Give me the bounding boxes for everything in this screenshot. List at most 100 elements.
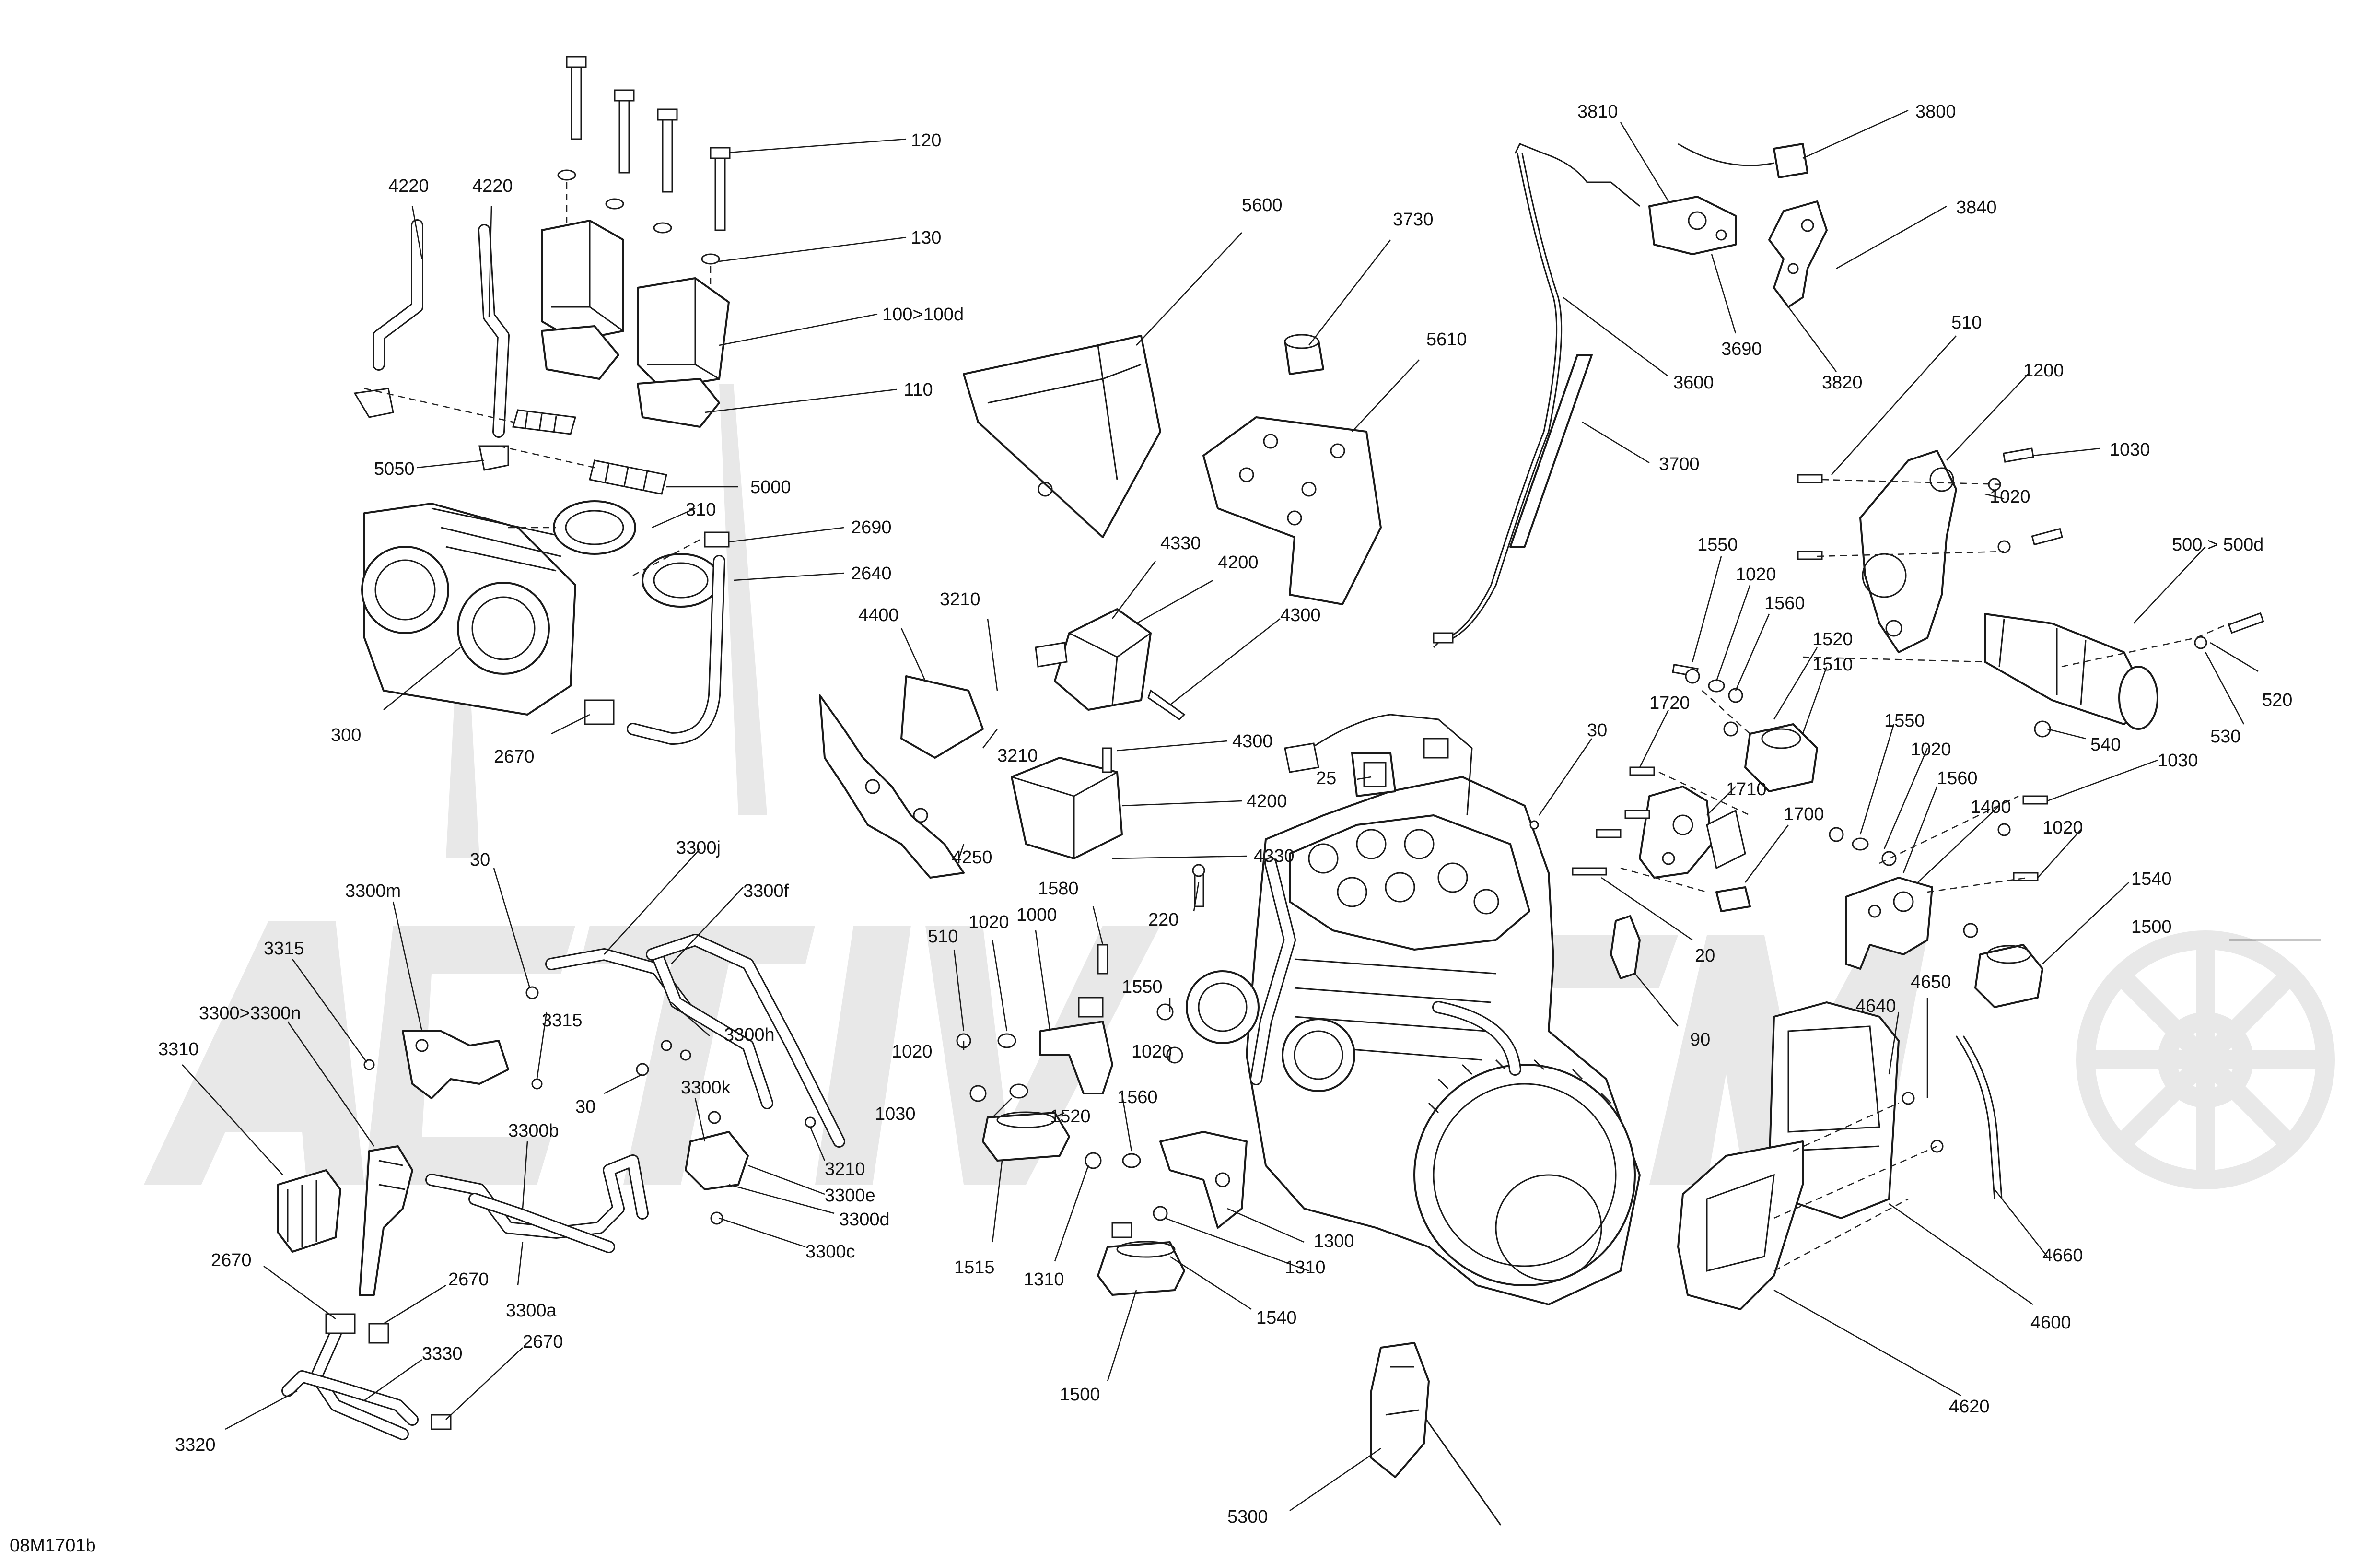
callout-4200-b: 4200 [1247,791,1287,811]
sensor-3800 [1678,143,1808,178]
cover-5600 [963,335,1161,538]
callout-3840: 3840 [1956,198,1997,218]
callout-1310-b: 1310 [1285,1257,1326,1278]
callout-4330-a: 4330 [1160,533,1201,553]
valve-3300d [685,1111,749,1225]
callout-1500-b: 1500 [1060,1385,1100,1405]
callout-1560-a: 1560 [1764,593,1805,613]
callout-3300j: 3300j [676,838,721,858]
ignition-coil-4200-upper [1035,608,1186,720]
callout-3315-b: 3315 [542,1011,583,1031]
solenoid-3310 [277,1169,341,1253]
ignition-coil-bolts [557,56,731,265]
callout-530: 530 [2210,727,2240,747]
callout-3300m: 3300m [345,881,401,901]
callout-4660: 4660 [2042,1246,2083,1266]
callout-510-b: 510 [928,927,958,947]
callout-3300n: 3300>3300n [199,1003,301,1023]
callout-4300-b: 4300 [1232,731,1273,752]
callout-1030-c: 1030 [875,1104,916,1124]
callout-110: 110 [904,380,933,400]
callout-3210-b: 3210 [997,746,1038,766]
callout-3320: 3320 [175,1435,216,1455]
leader-lines [182,109,2321,1512]
callout-3800: 3800 [1915,102,1956,122]
callout-3300e: 3300e [825,1186,875,1206]
callout-1700: 1700 [1784,804,1824,824]
engine-block [1186,714,1641,1305]
callout-4640: 4640 [1855,996,1896,1016]
callout-520: 520 [2262,690,2292,710]
callout-5610: 5610 [1426,329,1467,350]
callout-2670-d: 2670 [523,1332,563,1352]
callout-1000: 1000 [1016,905,1057,925]
callout-1520-b: 1520 [1050,1106,1091,1127]
grommet-3730 [1284,334,1324,375]
callout-100: 100>100d [882,305,964,325]
callout-1560-c: 1560 [1117,1087,1158,1107]
callout-3300f: 3300f [743,881,789,901]
callout-1020-b: 1020 [1736,564,1776,585]
callout-3300c: 3300c [805,1242,855,1262]
drawing-code: 08M1701b [10,1536,96,1556]
callout-3820: 3820 [1822,373,1863,393]
callout-1020-c: 1020 [1911,740,1951,760]
pad-1700 [1715,886,1751,912]
callout-4400: 4400 [858,605,899,625]
oil-dipstick-5300 [1370,1342,1502,1526]
bracket-4400 [819,675,984,879]
hose-4660 [1902,1035,2003,1199]
callout-3210-a: 3210 [940,589,980,610]
callout-120: 120 [911,130,941,151]
callout-3300h: 3300h [724,1025,775,1045]
fasteners-lower-center [956,864,1205,1221]
callout-3690: 3690 [1721,339,1762,359]
callout-3810: 3810 [1577,102,1618,122]
starter-motor-500 [1984,613,2158,730]
callout-3315-a: 3315 [264,939,304,959]
rubber-mount-1515 [982,1111,1070,1162]
valve-3300 [359,1145,413,1296]
callout-1550-b: 1550 [1884,711,1925,731]
callout-1030-b: 1030 [2158,751,2198,771]
spark-plugs [512,409,667,495]
callout-1520-a: 1520 [1812,629,1853,649]
callout-1020-g: 1020 [892,1042,933,1062]
callout-1500-a: 1500 [2131,917,2172,937]
callout-4300-a: 4300 [1280,605,1321,625]
callout-5000: 5000 [750,477,791,497]
bracket-3820 [1768,200,1828,308]
callout-1550-a: 1550 [1697,535,1738,555]
callout-310: 310 [686,500,716,520]
callout-540: 540 [2090,735,2121,755]
bracket-1310 [1159,1131,1248,1229]
callout-25: 25 [1316,768,1336,788]
callout-1030-a: 1030 [2110,440,2150,460]
callout-220: 220 [1148,910,1178,930]
callout-1020-d: 1020 [2042,818,2083,838]
callout-30-c: 30 [575,1097,595,1117]
fuel-hose-2640 [584,531,730,745]
callout-4330-b: 4330 [1254,846,1295,866]
callout-1580: 1580 [1038,879,1079,899]
ignition-coil-right [637,277,730,428]
ignition-coil-left [541,220,624,380]
callout-1710: 1710 [1726,779,1767,799]
callout-3300b: 3300b [508,1121,559,1141]
callout-30-b: 30 [470,850,490,870]
callout-1400: 1400 [1971,797,2011,817]
callout-5600: 5600 [1242,195,1283,215]
hoses-left [425,934,845,1253]
bracket-1710 [1639,786,1746,879]
callout-1720: 1720 [1649,693,1690,713]
rubber-mount-1500-right [1974,944,2043,1008]
engine-mount-1510 [1744,723,1818,792]
ignition-coil-4200-lower [1011,747,1123,859]
starter-support-1200 [1859,450,1957,653]
callout-1200: 1200 [2023,361,2064,381]
callout-1020-f: 1020 [1132,1042,1172,1062]
callout-1550-c: 1550 [1122,977,1163,997]
rubber-mount-1500-lower [1097,1222,1185,1296]
